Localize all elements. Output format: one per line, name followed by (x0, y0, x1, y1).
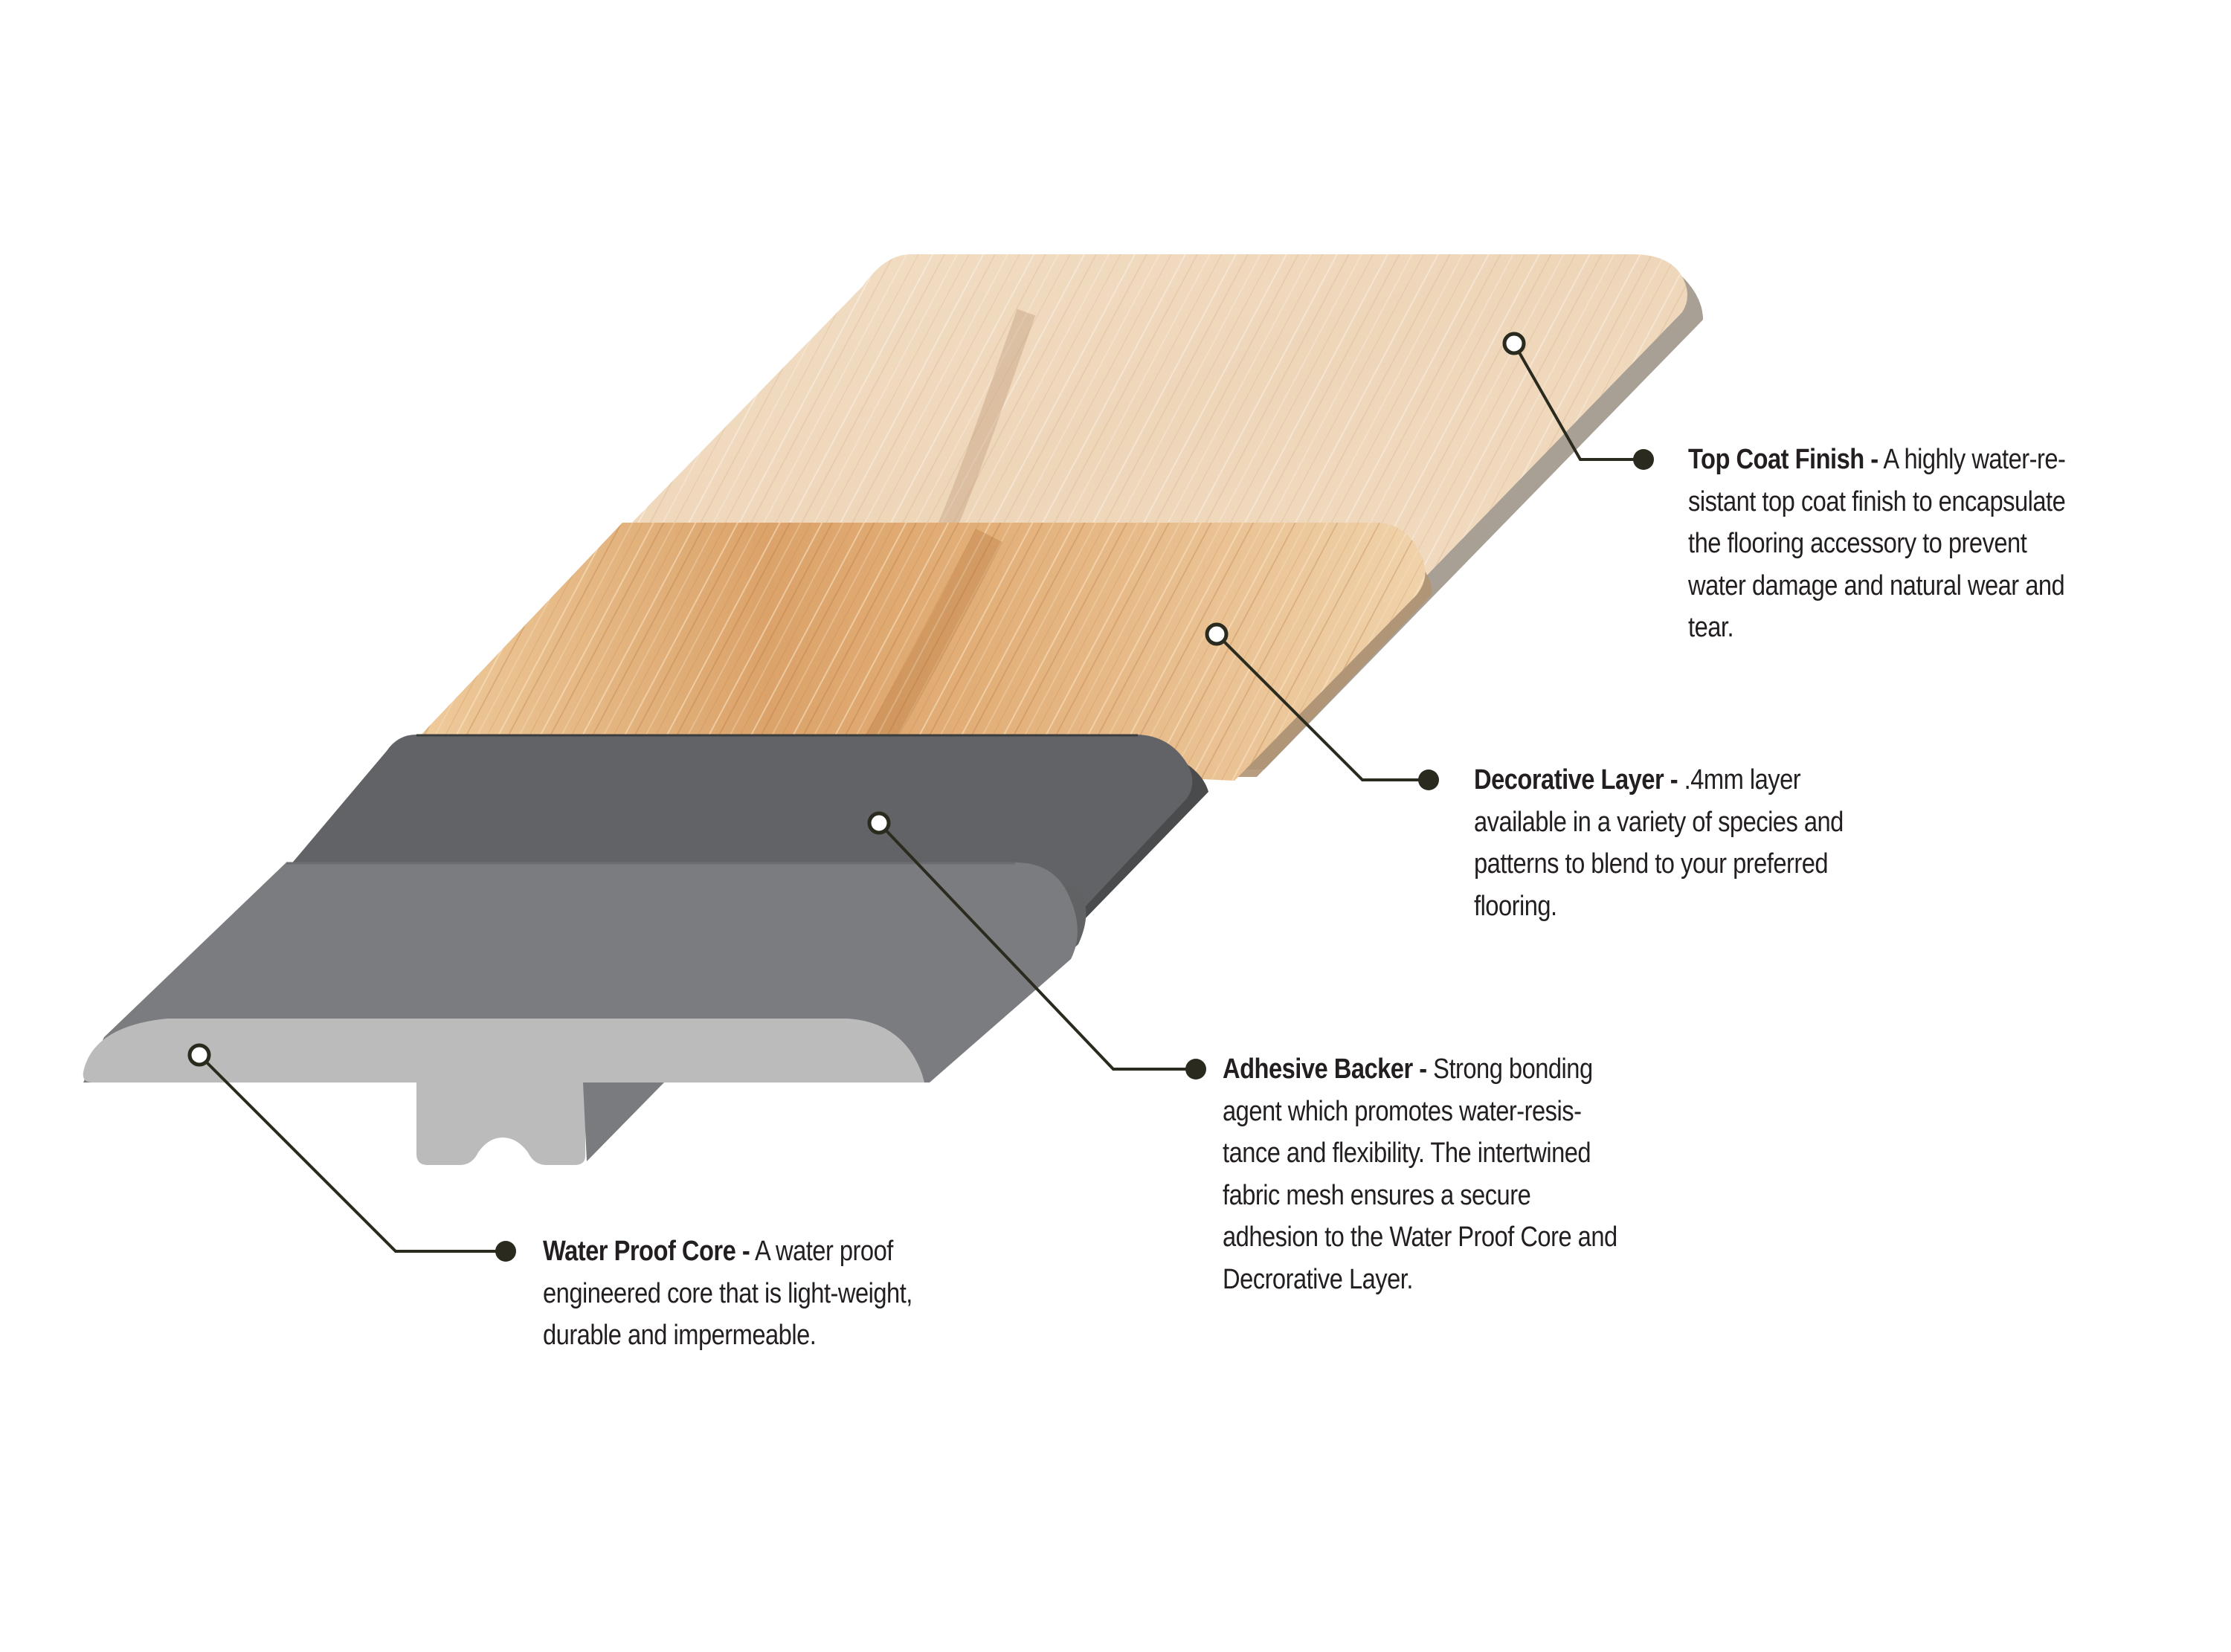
callout-line: agent which promotes water-resis- (1223, 1095, 1582, 1127)
callout-line: Top Coat Finish - A highly water-re- (1688, 444, 2066, 475)
callout-title: Top Coat Finish - (1688, 444, 1879, 475)
bullet-core-icon (495, 1241, 516, 1262)
callout-line: available in a variety of species and (1474, 806, 1844, 838)
callout-line: durable and impermeable. (543, 1320, 817, 1351)
bullet-top-coat-icon (1633, 449, 1654, 470)
callout-line: Decorative Layer - .4mm layer (1474, 764, 1801, 796)
bullet-adhesive-icon (1185, 1059, 1206, 1080)
callout-title: Adhesive Backer - (1223, 1054, 1427, 1085)
callout-line: adhesion to the Water Proof Core and (1223, 1222, 1617, 1253)
callout-text-decorative: Decorative Layer - .4mm layer available … (1474, 759, 1844, 927)
callout-line: the flooring accessory to prevent (1688, 528, 2027, 559)
callout-text-top-coat: Top Coat Finish - A highly water-re- sis… (1688, 439, 2066, 649)
callout-line: patterns to blend to your preferred (1474, 848, 1829, 880)
callout-line: engineered core that is light-weight, (543, 1277, 912, 1309)
callout-line: tance and flexibility. The intertwined (1223, 1138, 1591, 1169)
decorative-layer-grain (413, 523, 1426, 781)
marker-decorative-icon[interactable] (1205, 622, 1229, 646)
callout-line: Adhesive Backer - Strong bonding (1223, 1054, 1593, 1085)
core-front-face (83, 1019, 924, 1165)
callout-line: Decrorative Layer. (1223, 1263, 1413, 1295)
callout-decorative (1215, 633, 1429, 781)
decorative-streak (864, 529, 1002, 751)
callout-adhesive (878, 822, 1188, 1071)
callout-line: sistant top coat finish to encapsulate (1688, 485, 2066, 517)
callout-title: Decorative Layer - (1474, 764, 1678, 796)
callout-line: water damage and natural wear and (1688, 570, 2065, 601)
marker-core-icon[interactable] (187, 1043, 211, 1067)
marker-adhesive-icon[interactable] (867, 811, 891, 835)
callout-line: flooring. (1474, 890, 1557, 922)
bullet-decorative-icon (1418, 769, 1439, 790)
callout-line: fabric mesh ensures a secure (1223, 1179, 1531, 1211)
callout-text-adhesive: Adhesive Backer - Strong bonding agent w… (1223, 1048, 1617, 1300)
callout-top-coat (1513, 343, 1640, 461)
callout-line: Water Proof Core - A water proof (543, 1236, 893, 1267)
callout-text-core: Water Proof Core - A water proof enginee… (543, 1230, 912, 1357)
core-tongue-side (583, 1082, 664, 1161)
callout-core (198, 1054, 506, 1253)
callout-title: Water Proof Core - (543, 1236, 750, 1267)
callout-line: tear. (1688, 612, 1734, 643)
marker-top-coat-icon[interactable] (1502, 332, 1526, 355)
